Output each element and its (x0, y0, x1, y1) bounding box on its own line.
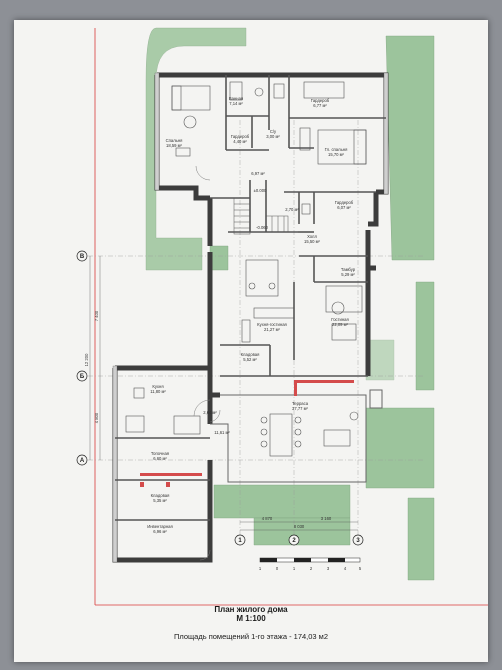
room-area-porch-small: 2,64 м² (203, 410, 217, 415)
room-area-dressing3: 6,07 м² (337, 205, 351, 210)
axis-marker-2 (288, 534, 300, 546)
dimension-lines (89, 256, 358, 531)
staircase (233, 197, 289, 235)
room-name-terrace: Терраса (292, 401, 309, 406)
room-labels: Ванная 7,14 м² Спальня 18,59 м² Гардероб… (147, 96, 356, 534)
area-caption: Площадь помещений 1-го этажа - 174,03 м2 (173, 632, 329, 641)
room-name-pantry: Кладовая (241, 352, 260, 357)
axis-label-3: 3 (356, 538, 360, 544)
axis-marker-b (76, 370, 88, 382)
room-name-vestibule: Тамбур (341, 267, 356, 272)
level-top: ±0.000 (254, 188, 267, 193)
door-swings (193, 165, 221, 561)
room-name-dressing3: Гардероб (335, 200, 354, 205)
title-line-1: План жилого дома (214, 605, 288, 614)
drawing-sheet: В Б А 1 2 3 12 200 7 400 4 800 4 870 3 1… (14, 20, 488, 662)
scale-bar: 1 0 1 2 3 4 5 (259, 557, 362, 571)
axis-label-v: В (80, 254, 85, 260)
axis-label-1: 1 (238, 538, 242, 544)
room-area-wc: 3,00 м² (266, 134, 280, 139)
axis-label-2: 2 (292, 538, 296, 544)
room-area-storage: 5,35 м² (153, 498, 167, 503)
red-kitchen-elements (140, 380, 354, 487)
dim-4800: 4 800 (94, 412, 99, 423)
scale-label: 1 (293, 566, 296, 571)
axis-label-a: А (80, 458, 85, 464)
axis-marker-v (76, 250, 88, 262)
room-name-bedroom: Спальня (166, 138, 183, 143)
room-area-pantry: 5,52 м² (243, 357, 257, 362)
room-area-terrace: 37,77 м² (292, 406, 309, 411)
room-area-kitchen-living: 21,27 м² (264, 327, 281, 332)
room-area-inventory: 6,96 м² (153, 529, 167, 534)
room-name-bathroom: Ванная (229, 96, 243, 101)
axis-label-b: Б (80, 374, 85, 380)
room-area-hall: 15,50 м² (304, 239, 321, 244)
room-area-bathroom: 7,14 м² (229, 101, 243, 106)
room-name-inventory: Инвентарная (147, 524, 173, 529)
room-area-master-bedroom: 15,70 м² (328, 152, 345, 157)
terrace-outline (210, 389, 383, 483)
room-area-boiler: 6,60 м² (153, 456, 167, 461)
furniture (125, 81, 367, 457)
room-name-dressing1: Гардероб (231, 134, 250, 139)
room-name-hall: Холл (307, 234, 317, 239)
room-area-living: 22,09 м² (332, 322, 349, 327)
dim-7400: 7 400 (94, 310, 99, 321)
lawn-areas (145, 27, 435, 581)
room-area-covered: 11,61 м² (214, 430, 230, 435)
drawing-title: План жилого дома М 1:100 (14, 605, 488, 623)
dim-12200: 12 200 (84, 353, 89, 366)
exterior-walls (112, 72, 389, 563)
scale-label: 3 (327, 566, 330, 571)
scale-label: 0 (276, 566, 279, 571)
wall-hatching (112, 72, 389, 563)
room-area-summer-kitchen: 11,80 м² (150, 389, 166, 394)
interior-walls (115, 75, 386, 521)
room-name-wc: С/у (270, 129, 277, 134)
scale-label: 2 (310, 566, 313, 571)
room-area-bedroom: 18,59 м² (166, 143, 183, 148)
room-name-living: Гостиная (331, 317, 349, 322)
room-area-dressing2: 6,77 м² (313, 103, 327, 108)
axis-marker-3 (352, 534, 364, 546)
room-name-kitchen-living: Кухня-гостиная (257, 322, 287, 327)
scale-label: 1 (259, 566, 262, 571)
room-name-dressing2: Гардероб (311, 98, 330, 103)
floor-plan: В Б А 1 2 3 12 200 7 400 4 800 4 870 3 1… (76, 27, 488, 606)
room-name-summer-kitchen: Кухня (152, 384, 163, 389)
room-name-storage: Кладовая (151, 493, 170, 498)
axis-marker-1 (234, 534, 246, 546)
axis-markers: В Б А 1 2 3 (76, 250, 364, 546)
room-name-master-bedroom: Гл. спальня (325, 147, 348, 152)
room-name-boiler: Топочная (151, 451, 169, 456)
room-area-vestibule: 5,29 м² (341, 272, 355, 277)
dim-4870: 4 870 (262, 516, 273, 521)
room-area-corridor: 6,97 м² (251, 171, 265, 176)
room-area-dressing1: 4,40 м² (233, 139, 247, 144)
room-area-small: 2,70 м² (285, 207, 299, 212)
dim-3160: 3 160 (321, 516, 332, 521)
scale-label: 5 (359, 566, 362, 571)
scale-label: 4 (344, 566, 347, 571)
title-line-2: М 1:100 (236, 614, 266, 623)
axis-marker-a (76, 454, 88, 466)
level-low: -0.060 (256, 225, 269, 230)
dim-8030: 8 030 (294, 524, 305, 529)
